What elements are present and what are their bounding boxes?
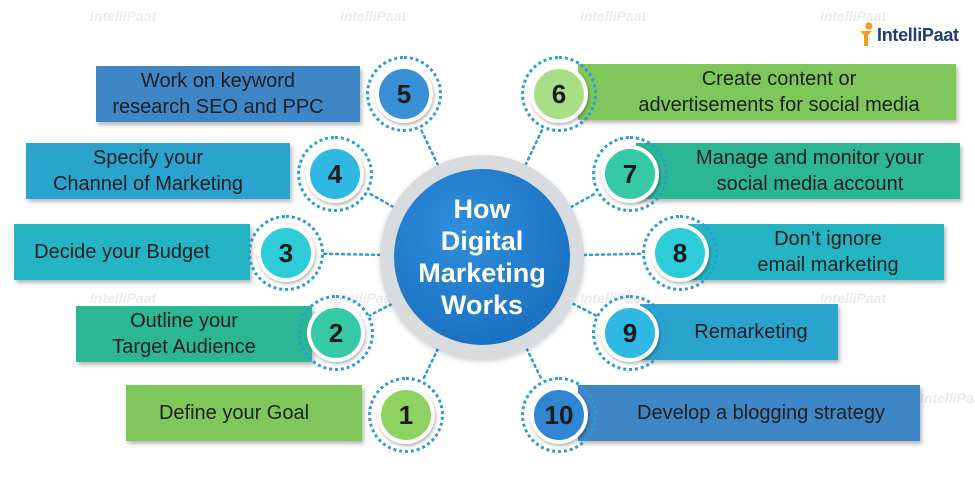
step-label-line: Don’t ignore	[774, 228, 882, 250]
watermark-text: IntelliPaat	[340, 8, 407, 24]
step-10-dotted-ring	[521, 377, 597, 453]
step-label-line: email marketing	[757, 254, 899, 276]
step-5-label-box: Work on keyword research SEO and PPC	[96, 66, 360, 122]
step-label-line: research SEO and PPC	[112, 96, 324, 118]
connector-line	[322, 252, 382, 257]
step-5-number-badge: 5	[375, 65, 433, 123]
connector-line	[366, 191, 395, 209]
step-10-label-box: Develop a blogging strategy	[578, 385, 920, 441]
watermark-text: IntelliPaat	[580, 8, 647, 24]
center-title-line: Works	[440, 290, 524, 320]
connector-line	[421, 347, 440, 383]
step-label-line: Define your Goal	[158, 402, 310, 424]
watermark-text: IntelliPaat	[90, 290, 157, 306]
step-8-dotted-ring	[642, 215, 718, 291]
step-label-line: Channel of Marketing	[52, 173, 244, 195]
connector-line	[582, 252, 644, 257]
step-label-line: Target Audience	[112, 336, 256, 358]
step-9-dotted-ring	[592, 295, 668, 371]
step-4-dotted-ring	[297, 136, 373, 212]
watermark-text: IntelliPaat	[820, 8, 887, 24]
step-4-number-badge: 4	[306, 145, 364, 203]
step-8-label-box: Don’t ignore email marketing	[688, 224, 944, 280]
step-label-line: Work on keyword	[140, 70, 296, 92]
step-7-number-badge: 7	[601, 145, 659, 203]
connector-line	[525, 347, 544, 383]
step-3-number-badge: 3	[257, 224, 315, 282]
center-title-line: Digital	[440, 226, 524, 256]
person-logo-icon	[857, 22, 875, 48]
step-1-number-badge: 1	[377, 386, 435, 444]
logo-text: IntelliPaat	[877, 24, 959, 45]
step-6-dotted-ring	[521, 56, 597, 132]
step-label-line: Create content or	[701, 68, 857, 90]
connector-line	[569, 191, 599, 209]
step-label-line: Outline your	[130, 310, 238, 332]
step-label-line: Remarketing	[694, 321, 808, 343]
step-1-dotted-ring	[368, 377, 444, 453]
step-5-dotted-ring	[366, 56, 442, 132]
step-6-label-box: Create content or advertisements for soci…	[578, 64, 956, 120]
center-title-line: Marketing	[418, 258, 546, 288]
step-9-label-box: Remarketing	[640, 304, 838, 360]
step-label-line: social media account	[716, 173, 904, 195]
connector-line	[524, 127, 545, 167]
step-label-line: Manage and monitor your	[696, 147, 924, 169]
center-hub: How Digital Marketing Works	[394, 169, 570, 345]
step-6-number-badge: 6	[530, 65, 588, 123]
step-2-number-badge: 2	[307, 304, 365, 362]
center-title-line: How	[453, 194, 511, 224]
step-label-line: Specify your	[92, 147, 204, 169]
step-7-label-box: Manage and monitor your social media acco…	[636, 143, 960, 199]
watermark-text: IntelliPaat	[920, 390, 975, 406]
intellipaat-logo: IntelliPaat	[857, 22, 959, 48]
connector-line	[419, 127, 440, 167]
connector-line	[571, 302, 598, 317]
step-1-label-box: Define your Goal	[126, 385, 362, 441]
step-label-line: advertisements for social media	[638, 94, 920, 116]
watermark-text: IntelliPaat	[90, 8, 157, 24]
step-10-number-badge: 10	[530, 386, 588, 444]
step-7-dotted-ring	[592, 136, 668, 212]
step-8-number-badge: 8	[651, 224, 709, 282]
step-2-dotted-ring	[298, 295, 374, 371]
step-3-label-box: Decide your Budget	[14, 224, 250, 280]
step-label-line: Decide your Budget	[34, 241, 210, 263]
watermark-text: IntelliPaat	[820, 290, 887, 306]
step-label-line: Develop a blogging strategy	[637, 402, 885, 424]
step-3-dotted-ring	[248, 215, 324, 291]
connector-line	[368, 302, 393, 317]
step-9-number-badge: 9	[601, 304, 659, 362]
